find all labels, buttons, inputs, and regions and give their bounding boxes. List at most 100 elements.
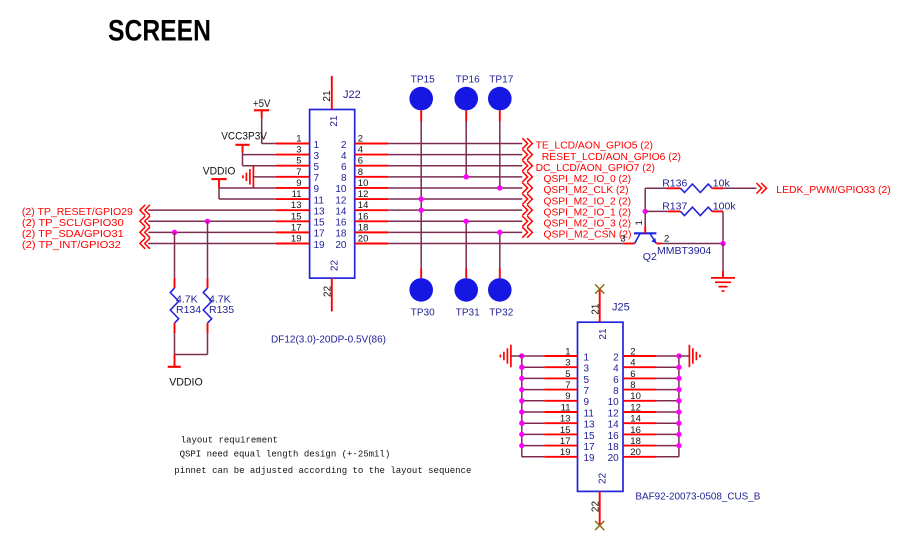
svg-text:19: 19 — [560, 447, 571, 458]
svg-text:14: 14 — [335, 206, 347, 217]
svg-text:15: 15 — [560, 425, 571, 436]
svg-text:1: 1 — [634, 220, 645, 225]
svg-text:22: 22 — [329, 260, 340, 272]
svg-text:MMBT3904: MMBT3904 — [657, 245, 711, 257]
svg-text:4: 4 — [630, 358, 635, 369]
svg-text:15: 15 — [314, 218, 326, 229]
svg-text:16: 16 — [335, 218, 347, 229]
svg-text:10: 10 — [335, 184, 347, 195]
svg-text:13: 13 — [291, 200, 302, 211]
svg-text:1: 1 — [584, 352, 590, 363]
svg-text:17: 17 — [560, 436, 571, 447]
svg-text:1: 1 — [296, 134, 301, 145]
svg-text:18: 18 — [335, 229, 347, 240]
svg-text:J22: J22 — [343, 89, 361, 101]
svg-text:QSPI need equal length design: QSPI need equal length design (+-25mil) — [180, 450, 391, 460]
svg-text:9: 9 — [296, 178, 301, 189]
svg-text:19: 19 — [291, 233, 302, 244]
svg-text:VDDIO: VDDIO — [203, 166, 236, 178]
svg-text:22: 22 — [591, 501, 602, 513]
svg-text:VCC3P3V: VCC3P3V — [221, 131, 267, 143]
svg-text:21: 21 — [591, 303, 602, 315]
svg-text:layout requirement: layout requirement — [181, 436, 278, 446]
svg-text:6: 6 — [630, 369, 635, 380]
svg-text:17: 17 — [584, 442, 596, 453]
svg-text:(2) TP_RESET/GPIO29: (2) TP_RESET/GPIO29 — [22, 207, 133, 218]
svg-text:2: 2 — [613, 352, 619, 363]
svg-text:15: 15 — [584, 431, 596, 442]
svg-text:16: 16 — [630, 425, 641, 436]
svg-text:J25: J25 — [612, 302, 630, 314]
svg-text:DF12(3.0)-20DP-0.5V(86): DF12(3.0)-20DP-0.5V(86) — [271, 333, 386, 345]
svg-text:12: 12 — [630, 402, 641, 413]
svg-text:4: 4 — [341, 151, 347, 162]
svg-text:(2) TP_SDA/GPIO31: (2) TP_SDA/GPIO31 — [22, 229, 124, 240]
svg-text:3: 3 — [296, 145, 301, 156]
svg-text:18: 18 — [358, 222, 369, 233]
svg-text:7: 7 — [296, 167, 301, 178]
svg-text:8: 8 — [630, 380, 635, 391]
svg-text:TP31: TP31 — [456, 307, 480, 318]
svg-text:QSPI_M2_IO_0 (2): QSPI_M2_IO_0 (2) — [544, 174, 632, 185]
svg-text:7: 7 — [584, 386, 590, 397]
svg-text:pinnet can be adjusted accordi: pinnet can be adjusted according to the … — [174, 466, 471, 476]
svg-text:16: 16 — [608, 431, 620, 442]
svg-text:9: 9 — [314, 184, 320, 195]
svg-text:TP16: TP16 — [456, 75, 480, 86]
svg-text:20: 20 — [358, 233, 369, 244]
svg-text:QSPI_M2_CSN (2): QSPI_M2_CSN (2) — [544, 230, 632, 241]
svg-text:19: 19 — [584, 453, 596, 464]
svg-text:9: 9 — [565, 391, 570, 402]
svg-text:2: 2 — [358, 134, 363, 145]
svg-text:TP15: TP15 — [411, 75, 435, 86]
svg-text:3: 3 — [620, 234, 625, 245]
svg-text:21: 21 — [329, 115, 340, 127]
svg-text:4: 4 — [613, 364, 619, 375]
svg-text:1: 1 — [565, 346, 570, 357]
svg-text:14: 14 — [358, 200, 369, 211]
svg-text:20: 20 — [630, 447, 641, 458]
svg-text:14: 14 — [608, 420, 620, 431]
svg-text:17: 17 — [291, 222, 302, 233]
svg-text:12: 12 — [335, 195, 347, 206]
svg-text:QSPI_M2_CLK (2): QSPI_M2_CLK (2) — [544, 185, 629, 196]
svg-text:100k: 100k — [713, 201, 737, 213]
svg-text:5: 5 — [314, 162, 320, 173]
svg-text:11: 11 — [292, 189, 302, 200]
svg-text:+5V: +5V — [253, 98, 271, 110]
svg-text:1: 1 — [314, 140, 320, 151]
svg-text:2: 2 — [664, 234, 669, 245]
svg-text:TP17: TP17 — [489, 75, 513, 86]
svg-text:RESET_LCD/AON_GPIO6 (2): RESET_LCD/AON_GPIO6 (2) — [542, 152, 681, 163]
svg-text:(2) TP_INT/GPIO32: (2) TP_INT/GPIO32 — [22, 240, 121, 251]
svg-text:21: 21 — [322, 90, 333, 102]
svg-text:8: 8 — [613, 386, 619, 397]
svg-text:5: 5 — [584, 375, 590, 386]
svg-text:(2) TP_SCL/GPIO30: (2) TP_SCL/GPIO30 — [22, 218, 124, 229]
svg-text:22: 22 — [323, 285, 334, 297]
svg-text:14: 14 — [630, 414, 641, 425]
svg-text:SCREEN: SCREEN — [108, 14, 211, 47]
svg-text:R134: R134 — [176, 304, 201, 316]
svg-text:13: 13 — [314, 206, 326, 217]
svg-text:9: 9 — [584, 397, 590, 408]
svg-text:QSPI_M2_IO_3 (2): QSPI_M2_IO_3 (2) — [544, 218, 632, 229]
svg-text:17: 17 — [314, 229, 326, 240]
svg-text:7: 7 — [314, 173, 320, 184]
svg-text:5: 5 — [565, 369, 570, 380]
svg-text:10: 10 — [358, 178, 369, 189]
svg-text:20: 20 — [335, 240, 347, 251]
svg-text:VDDIO: VDDIO — [169, 377, 203, 389]
svg-text:2: 2 — [341, 140, 347, 151]
svg-text:LEDK_PWM/GPIO33 (2): LEDK_PWM/GPIO33 (2) — [776, 185, 890, 196]
svg-text:22: 22 — [597, 472, 608, 484]
svg-text:6: 6 — [341, 162, 347, 173]
svg-text:3: 3 — [565, 358, 570, 369]
svg-text:3: 3 — [314, 151, 320, 162]
svg-text:13: 13 — [560, 414, 571, 425]
svg-text:4: 4 — [358, 145, 363, 156]
svg-text:20: 20 — [608, 453, 620, 464]
svg-text:4.7K: 4.7K — [209, 294, 231, 306]
svg-text:DC_LCD/AON_GPIO7 (2): DC_LCD/AON_GPIO7 (2) — [536, 163, 655, 174]
svg-text:19: 19 — [314, 240, 326, 251]
